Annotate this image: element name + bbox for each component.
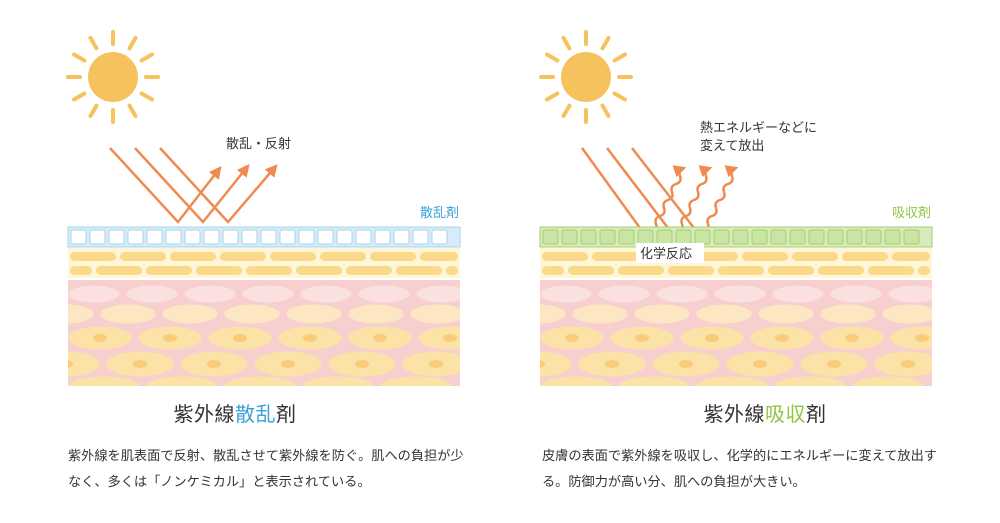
title-suffix: 剤	[806, 402, 827, 426]
scatter-agent-description: 紫外線を肌表面で反射、散乱させて紫外線を防ぐ。肌への負担が少なく、多くは「ノンケ…	[68, 449, 464, 490]
title-highlight: 散乱	[235, 402, 276, 426]
absorb-agent-description: 皮膚の表面で紫外線を吸収し、化学的にエネルギーに変えて放出する。防御力が高い分、…	[542, 449, 937, 490]
scatter-agent-layer	[67, 226, 461, 248]
sun-icon-left	[66, 30, 160, 124]
heat-wave-arrows	[651, 165, 739, 234]
sun-icon-right	[539, 30, 633, 124]
uv-scatter-arrows	[109, 147, 278, 224]
title-highlight: 吸収	[765, 402, 806, 426]
chemical-reaction-label: 化学反応	[640, 246, 692, 262]
skin-layers-left	[68, 248, 460, 386]
heat-release-label-line1: 熱エネルギーなどに	[700, 121, 817, 136]
heat-release-label-line2: 変えて放出	[700, 138, 764, 154]
title-prefix: 紫外線	[173, 402, 235, 426]
absorb-agent-panel: 紫外線吸収剤 皮膚の表面で紫外線を吸収し、化学的にエネルギーに変えて放出する。防…	[530, 0, 1000, 523]
title-prefix: 紫外線	[703, 402, 765, 426]
scatter-agent-panel: 紫外線散乱剤 紫外線を肌表面で反射、散乱させて紫外線を防ぐ。肌への負担が少なく、…	[0, 0, 470, 523]
reaction-label-bg	[636, 243, 704, 263]
uv-incoming-arrows	[580, 147, 695, 229]
title-suffix: 剤	[276, 402, 297, 426]
absorb-agent-label: 吸収剤	[892, 205, 931, 221]
absorb-agent-title: 紫外線吸収剤	[530, 398, 1000, 427]
scatter-reflect-label: 散乱・反射	[226, 136, 291, 152]
scatter-agent-label: 散乱剤	[420, 205, 459, 221]
scatter-agent-title: 紫外線散乱剤	[0, 398, 470, 427]
skin-layers-right	[540, 248, 932, 386]
